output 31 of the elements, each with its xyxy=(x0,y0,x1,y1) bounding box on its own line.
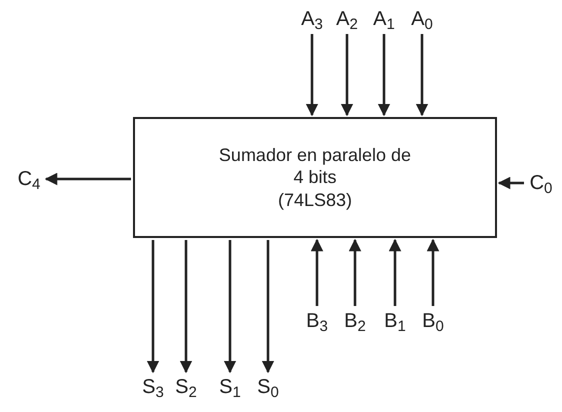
block-title: Sumador en paralelo de 4 bits xyxy=(218,144,412,189)
adder-block xyxy=(133,117,497,238)
signal-label: S$_{2}$ xyxy=(172,374,200,400)
arrow xyxy=(262,240,274,374)
arrow xyxy=(306,34,318,116)
signal-label: S$_{1}$ xyxy=(216,374,244,400)
arrow xyxy=(224,240,236,374)
signal-label: A$_{1}$ xyxy=(370,6,398,32)
arrow xyxy=(340,34,354,116)
arrow xyxy=(388,238,402,306)
arrow xyxy=(378,34,390,116)
arrow xyxy=(310,238,324,306)
block-title: (74LS83) xyxy=(278,188,352,212)
signal-label: A$_{2}$ xyxy=(333,6,361,32)
signal-label: B$_{3}$ xyxy=(303,308,331,334)
arrow xyxy=(426,238,440,306)
arrow xyxy=(146,240,160,374)
signal-label: B$_{0}$ xyxy=(419,308,447,334)
arrow xyxy=(416,34,428,116)
signal-label: S$_{0}$ xyxy=(254,374,282,400)
arrow xyxy=(44,172,131,186)
arrow xyxy=(498,176,524,190)
signal-label: B$_{2}$ xyxy=(341,308,369,334)
arrow xyxy=(348,238,362,306)
signal-label: C$_{4}$ xyxy=(14,166,44,192)
signal-label: C$_{0}$ xyxy=(526,170,556,196)
arrow xyxy=(180,240,192,374)
signal-label: B$_{1}$ xyxy=(381,308,409,334)
signal-label: S$_{3}$ xyxy=(139,374,167,400)
signal-label: A$_{0}$ xyxy=(408,6,436,32)
signal-label: A$_{3}$ xyxy=(298,6,326,32)
